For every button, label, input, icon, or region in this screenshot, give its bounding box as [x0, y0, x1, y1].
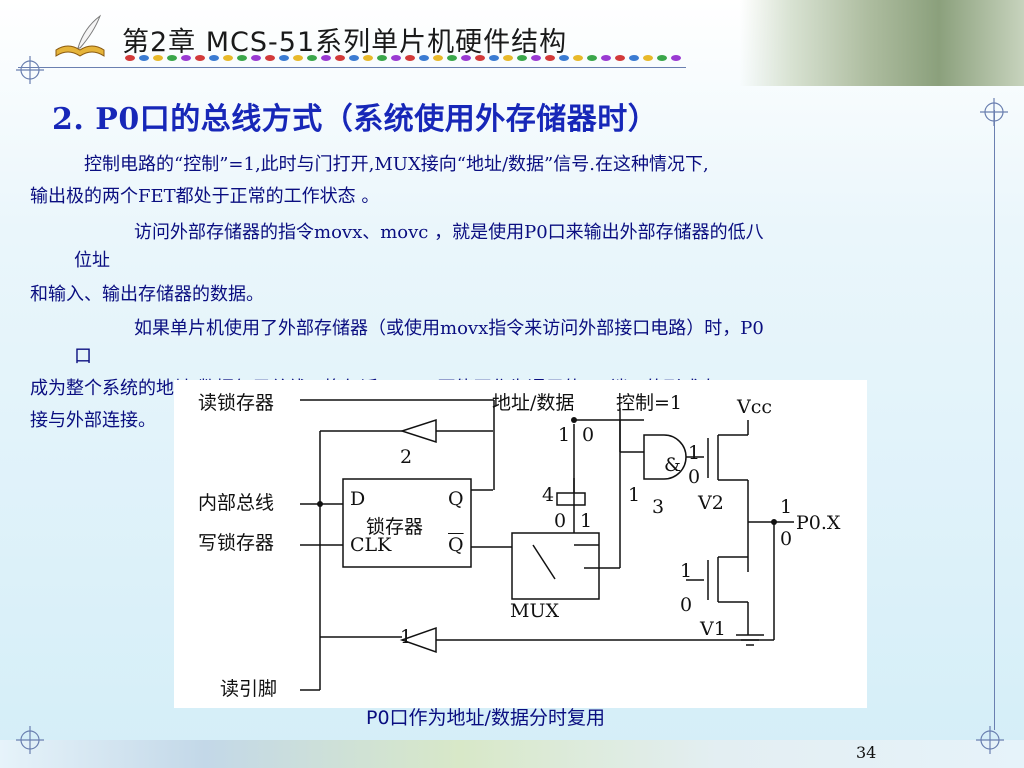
label-v1-0: 0 — [680, 594, 693, 616]
label-v1: V1 — [700, 618, 726, 640]
crosshair-ornament-bottom-left — [16, 726, 44, 754]
label-latch: 锁存器 — [366, 516, 424, 538]
paragraph-line: 输出极的两个FET都处于正常的工作状态 。 — [30, 186, 380, 207]
paragraph-line: 和输入、输出存储器的数据。 — [30, 284, 264, 305]
label-top-0: 0 — [582, 424, 595, 446]
circuit-drawing — [300, 399, 794, 691]
inverter-4 — [556, 492, 586, 506]
label-buffer-2: 2 — [400, 446, 413, 468]
paragraph-line: 如果单片机使用了外部存储器（或使用movx指令来访问外部接口电路）时，P0 — [134, 318, 764, 339]
junction-dot — [771, 519, 777, 525]
label-addr-data: 地址/数据 — [492, 392, 575, 414]
paragraph-line: 访问外部存储器的指令movx、movc ，就是使用P0口来输出外部存储器的低八 — [134, 222, 764, 243]
paragraph-line: 位址 — [74, 250, 110, 271]
label-q: Q — [448, 488, 464, 510]
label-node-4: 4 — [542, 484, 555, 506]
label-write-latch: 写锁存器 — [198, 532, 275, 554]
label-d: D — [350, 488, 366, 510]
label-internal-bus: 内部总线 — [198, 492, 275, 514]
latch-box — [342, 478, 472, 568]
label-gate-3: 3 — [652, 496, 665, 518]
junction-dot — [571, 417, 577, 423]
label-mux: MUX — [510, 600, 559, 622]
page-number: 34 — [856, 743, 877, 762]
label-v2: V2 — [698, 492, 724, 514]
label-and-0: 0 — [688, 466, 701, 488]
label-q-bar: Q — [448, 534, 464, 556]
label-and-1: 1 — [688, 442, 701, 464]
label-out-0: 0 — [780, 528, 793, 550]
label-and: & — [664, 454, 681, 476]
tri-buffer-2 — [399, 418, 437, 444]
label-read-latch: 读锁存器 — [198, 392, 275, 414]
label-buffer-1: 1 — [400, 626, 413, 648]
title-rule — [18, 67, 686, 68]
diagram-caption: P0口作为地址/数据分时复用 — [366, 707, 605, 729]
p0-port-circuit-diagram: 读锁存器 内部总线 写锁存器 读引脚 地址/数据 控制=1 Vcc D Q 锁存… — [174, 380, 867, 708]
mux-switch-arm — [532, 544, 556, 580]
label-clk: CLK — [350, 534, 392, 556]
crosshair-ornament-bottom-right — [976, 726, 1004, 754]
footer-band — [0, 740, 1024, 768]
mux-box — [511, 532, 600, 600]
paragraph-line: 控制电路的“控制”=1,此时与门打开,MUX接向“地址/数据”信号.在这种情况下… — [84, 154, 709, 175]
section-heading: 2. P0口的总线方式（系统使用外存储器时） — [52, 102, 659, 137]
chapter-title: 第2章 MCS-51系列单片机硬件结构 — [122, 27, 568, 58]
label-read-pin: 读引脚 — [220, 678, 278, 700]
header-photo — [740, 0, 1024, 86]
label-vcc: Vcc — [737, 396, 773, 418]
paragraph-line: 口 — [74, 346, 92, 367]
paragraph-line: 接与外部连接。 — [30, 410, 156, 431]
crosshair-ornament-top-left — [16, 56, 44, 84]
label-mux-1: 1 — [580, 510, 593, 532]
label-p0x: P0.X — [796, 512, 841, 534]
and-gate-3 — [643, 434, 687, 480]
junction-dot — [317, 501, 323, 507]
quill-book-icon — [55, 14, 105, 57]
label-control: 控制=1 — [616, 392, 683, 414]
label-out-1: 1 — [780, 496, 793, 518]
right-rule — [994, 110, 995, 730]
label-ctrl-1: 1 — [628, 484, 641, 506]
label-top-1: 1 — [558, 424, 571, 446]
label-v1-1: 1 — [680, 560, 693, 582]
decorative-dot-row — [125, 55, 681, 61]
label-mux-0: 0 — [554, 510, 567, 532]
